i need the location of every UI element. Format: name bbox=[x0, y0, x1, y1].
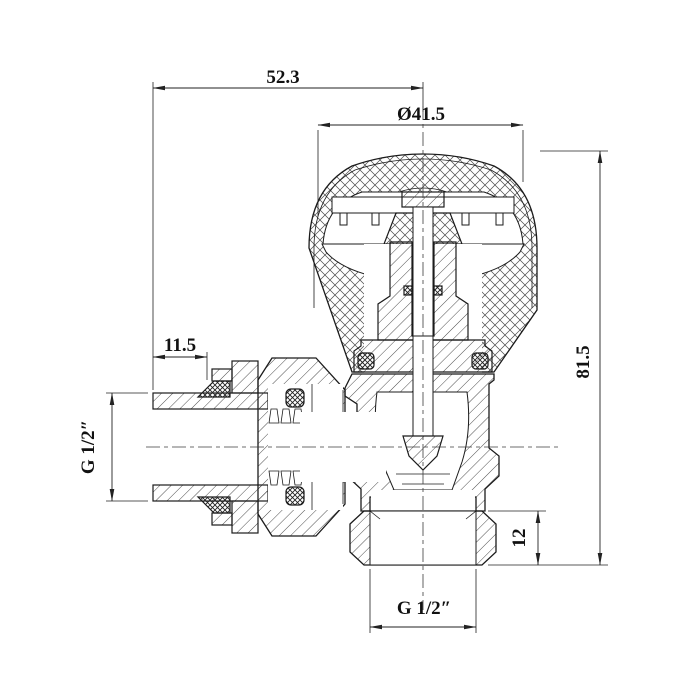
tooth bbox=[339, 212, 348, 226]
tooth bbox=[371, 212, 380, 226]
dimension-value-cap-diameter: Ø41.5 bbox=[397, 104, 445, 125]
dimension-value-top-width: 52.3 bbox=[266, 67, 299, 88]
extension-line bbox=[317, 130, 524, 216]
ratchet-teeth bbox=[339, 212, 504, 226]
dimension-overall-height: 81.5 bbox=[488, 150, 608, 566]
washer-block-bottom bbox=[231, 500, 259, 534]
dimension-inlet-thread: G 1/2″ bbox=[78, 392, 148, 502]
thread-tooth bbox=[292, 470, 304, 486]
outlet-nut-section bbox=[349, 510, 497, 566]
thread-tooth bbox=[280, 408, 292, 424]
thread-tooth bbox=[268, 470, 280, 486]
dimension-outlet-thread: G 1/2″ bbox=[369, 569, 477, 633]
packing-ring-right bbox=[433, 285, 443, 296]
oring-right bbox=[471, 352, 489, 370]
washer-block-top bbox=[231, 360, 259, 394]
compression-olive-bottom bbox=[196, 496, 231, 514]
thread-tooth bbox=[280, 470, 292, 486]
dimension-value-inlet-thread: G 1/2″ bbox=[78, 420, 99, 474]
valve-body-section bbox=[300, 335, 500, 512]
nut-thread-teeth bbox=[268, 408, 304, 486]
compression-olive-top bbox=[196, 380, 231, 398]
dimension-inlet-thread-length: 11.5 bbox=[152, 335, 208, 380]
dimension-outlet-nut-height: 12 bbox=[488, 510, 546, 566]
tooth bbox=[461, 212, 470, 226]
dimension-cap-diameter: Ø41.5 bbox=[317, 104, 524, 216]
washer-step-bottom bbox=[211, 512, 233, 526]
centerlines bbox=[146, 106, 560, 610]
washer-step-top bbox=[211, 368, 233, 382]
tooth bbox=[495, 212, 504, 226]
extension-line bbox=[369, 569, 477, 633]
thread-tooth bbox=[268, 408, 280, 424]
dimension-value-inlet-thread-length: 11.5 bbox=[164, 335, 196, 356]
gland-section bbox=[377, 241, 469, 341]
thread-chamfer-right bbox=[465, 510, 477, 520]
extension-line bbox=[488, 150, 608, 566]
dimension-value-outlet-thread: G 1/2″ bbox=[397, 598, 451, 619]
gasket-bottom bbox=[285, 486, 305, 506]
dimension-value-outlet-nut-height: 12 bbox=[509, 529, 530, 548]
dimension-value-overall-height: 81.5 bbox=[573, 345, 594, 378]
gasket-top bbox=[285, 388, 305, 408]
packing-ring-left bbox=[403, 285, 413, 296]
oring-left bbox=[357, 352, 375, 370]
thread-chamfer-left bbox=[369, 510, 381, 520]
